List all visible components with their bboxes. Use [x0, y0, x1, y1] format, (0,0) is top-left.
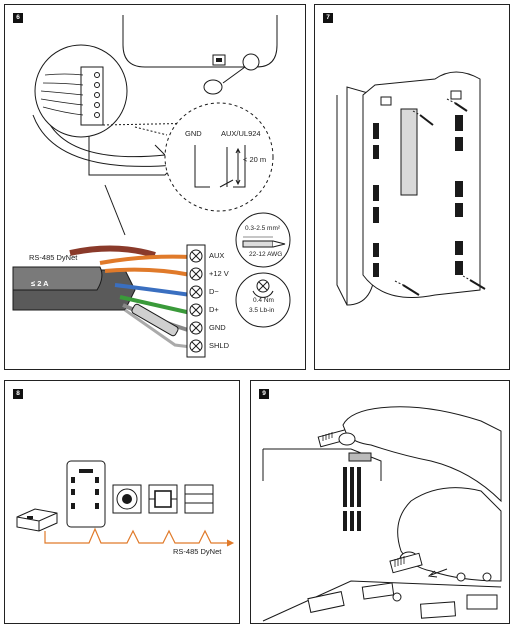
- brown-wires: [69, 245, 156, 258]
- shield-sleeve: [131, 303, 179, 337]
- device-vents: [343, 467, 361, 531]
- torque-nm-label: 0.4 Nm: [253, 297, 274, 304]
- blue-wire: [114, 283, 192, 297]
- step-9-panel: 9: [250, 380, 510, 624]
- vent-slots-left: [373, 123, 379, 277]
- step-9-number: 9: [259, 389, 269, 399]
- step-8-number: 8: [13, 389, 23, 399]
- step-8-illustration: [16, 460, 235, 547]
- distance-label: < 20 m: [243, 155, 267, 164]
- step-6-illustration: [12, 15, 291, 358]
- terminal-screws: [189, 249, 203, 353]
- terminal-shld: SHLD: [209, 341, 230, 350]
- shield-wire: [124, 308, 192, 349]
- step-9-illustration: [262, 406, 502, 622]
- green-wire: [119, 295, 192, 315]
- label-stickers: [307, 582, 498, 619]
- move-arrow: [430, 568, 448, 576]
- dynet-network-line: [44, 527, 227, 544]
- terminal-gnd: GND: [209, 323, 226, 332]
- terminal-d-minus: D−: [209, 287, 219, 296]
- rs485-label: RS-485 DyNet: [29, 253, 78, 262]
- aux-ul924-label: AUX/UL924: [221, 129, 261, 138]
- enclosure-body: [362, 71, 481, 298]
- step-8-panel: 8 RS-485 DyNet: [4, 380, 240, 624]
- enclosure-top: [122, 15, 278, 68]
- torque-lbin-label: 3.5 Lb-in: [249, 307, 275, 314]
- dynet-label: RS-485 DyNet: [173, 547, 222, 556]
- wire-size-mm-label: 0.3-2.5 mm²: [245, 225, 281, 232]
- step-7-panel: 7: [314, 4, 510, 370]
- step-6-panel: 6: [4, 4, 306, 370]
- wire-gauge-circle: [235, 212, 291, 268]
- orange-wire-12v: [104, 267, 192, 277]
- terminal-d-plus: D+: [209, 305, 219, 314]
- terminal-aux: AUX: [209, 251, 225, 260]
- mounting-screws: [402, 102, 486, 296]
- knockout-plug: [203, 79, 223, 95]
- terminal-12v: +12 V: [209, 269, 229, 278]
- wire-size-awg-label: 22-12 AWG: [249, 251, 283, 258]
- label-slot: [400, 108, 418, 196]
- zoom-aux-circle: [164, 102, 274, 212]
- step-6-number: 6: [13, 13, 23, 23]
- knockout-hole: [242, 53, 260, 71]
- step-7-number: 7: [323, 13, 333, 23]
- orange-wire-aux: [99, 254, 192, 265]
- current-label: ≤ 2 A: [31, 279, 49, 288]
- device-front: [262, 580, 502, 622]
- vent-slots-right: [455, 115, 463, 275]
- lower-hand: [397, 487, 502, 582]
- keypad-device: [184, 484, 214, 514]
- gateway-device: [16, 508, 58, 532]
- upper-hand: [342, 406, 502, 503]
- torque-circle: [235, 272, 291, 328]
- gnd-label: GND: [185, 129, 202, 138]
- step-7-illustration: [336, 71, 486, 306]
